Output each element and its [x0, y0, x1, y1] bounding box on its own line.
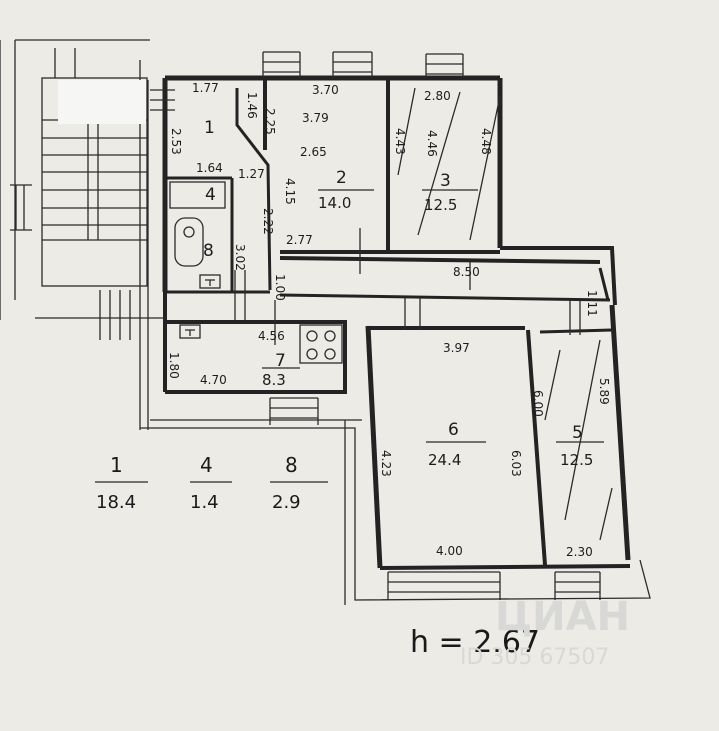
watermark-id: ID 305 67507: [460, 645, 609, 670]
dimension-19: 1.11: [585, 290, 599, 317]
dimension-13: 4.15: [283, 178, 297, 205]
area-legend: 1 18.4 4 1.4 8 2.9: [95, 453, 328, 513]
interior-walls: [165, 80, 613, 566]
dimension-20: 4.56: [258, 329, 285, 343]
outer-walls: [139, 60, 651, 605]
dimension-27: 5.89: [597, 378, 611, 405]
room-5-number: 5: [572, 423, 583, 443]
dimension-1: 1.46: [245, 92, 259, 119]
legend-1-area: 18.4: [96, 492, 136, 513]
room-2-area: 14.0: [318, 194, 351, 212]
dimension-7: 2.80: [424, 89, 451, 103]
room-7-number: 7: [275, 351, 286, 371]
ceiling-height: h = 2.67: [410, 625, 540, 660]
room-3-number: 3: [440, 171, 451, 191]
dimension-14: 2.22: [261, 208, 275, 235]
dimension-8: 4.46: [425, 130, 439, 157]
room-3-area: 12.5: [424, 196, 457, 214]
dimension-3: 3.70: [312, 83, 339, 97]
dimension-22: 4.70: [200, 373, 227, 387]
dimension-12: 1.27: [238, 167, 265, 181]
door-marks: [150, 87, 613, 541]
dimension-6: 4.43: [393, 128, 407, 155]
room-8-number: 8: [203, 241, 214, 261]
dimension-18: 8.50: [453, 265, 480, 279]
dimension-26: 6.00: [531, 390, 545, 417]
room-labels: 1 2 14.0 3 12.5 4 8 7 8.3 6 24.4 5 12.5: [203, 118, 604, 469]
watermark: ЦИАН ID 305 67507: [460, 594, 630, 670]
dimension-24: 4.23: [379, 450, 393, 477]
windows: [262, 51, 601, 600]
dimension-2: 2.25: [263, 108, 277, 135]
dimension-16: 1.00: [273, 274, 287, 301]
dimension-10: 2.53: [169, 128, 183, 155]
dimension-17: 2.77: [286, 233, 313, 247]
dimension-28: 4.00: [436, 544, 463, 558]
legend-8-number: 8: [285, 453, 298, 477]
dimension-15: 3.02: [233, 244, 247, 271]
watermark-brand: ЦИАН: [495, 594, 630, 640]
legend-8-area: 2.9: [272, 492, 301, 513]
staircase: [0, 39, 165, 340]
dimension-0: 1.77: [192, 81, 219, 95]
room-1-number: 1: [204, 118, 215, 138]
dimension-21: 1.80: [167, 352, 181, 379]
dimension-5: 2.65: [300, 145, 327, 159]
legend-1-number: 1: [110, 453, 123, 477]
room-7-area: 8.3: [262, 371, 286, 389]
bath-fixtures: [169, 181, 226, 289]
legend-4-area: 1.4: [190, 492, 219, 513]
room-6-area: 24.4: [428, 451, 461, 469]
room-2-number: 2: [336, 168, 347, 188]
dimension-25: 6.03: [509, 450, 523, 477]
legend-4-number: 4: [200, 453, 213, 477]
room-4-number: 4: [205, 185, 216, 205]
dimension-4: 3.79: [302, 111, 329, 125]
dimension-23: 3.97: [443, 341, 470, 355]
dimension-29: 2.30: [566, 545, 593, 559]
room-5-area: 12.5: [560, 451, 593, 469]
dimension-9: 4.48: [479, 128, 493, 155]
room-6-number: 6: [448, 420, 459, 440]
dimension-11: 1.64: [196, 161, 223, 175]
kitchen-fixtures: [179, 324, 343, 364]
